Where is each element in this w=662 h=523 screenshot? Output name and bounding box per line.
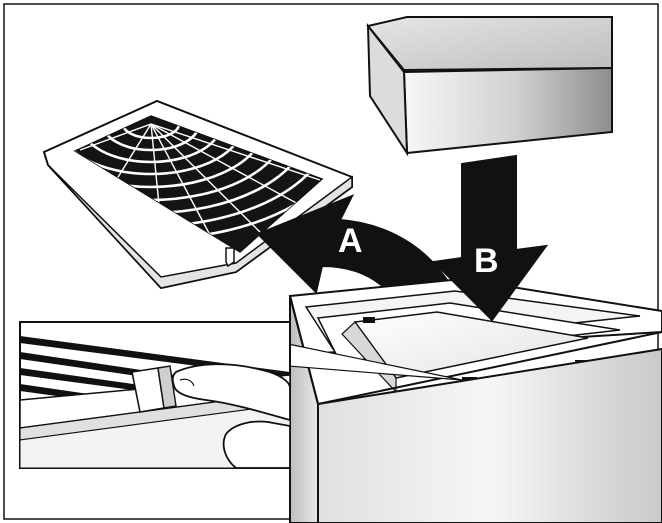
arrow-b-label: B bbox=[474, 242, 499, 280]
filter-housing bbox=[288, 277, 662, 523]
latch-slot-back bbox=[363, 317, 375, 323]
grille-latch-tab bbox=[225, 247, 235, 268]
detail-inset bbox=[19, 321, 291, 469]
arrow-b: B bbox=[431, 154, 549, 322]
latch-icon bbox=[131, 365, 177, 413]
finger-icon bbox=[171, 363, 290, 468]
filter-block bbox=[366, 16, 613, 157]
arrow-a-label: A bbox=[338, 222, 363, 260]
